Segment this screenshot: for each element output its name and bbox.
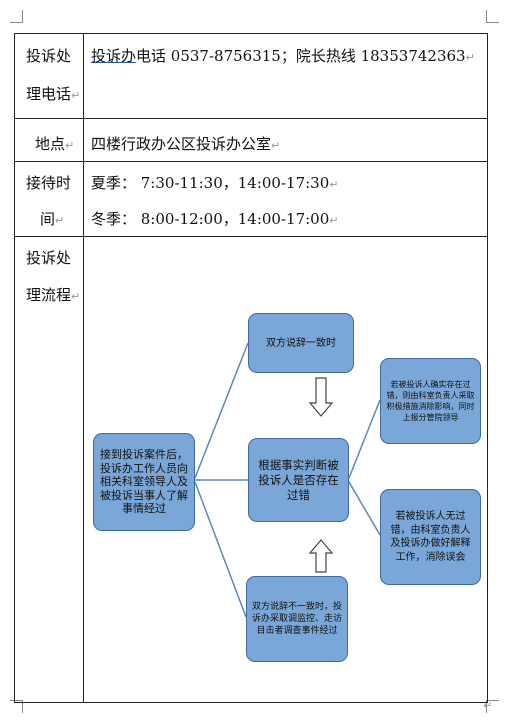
process-label: 投诉处: [26, 249, 72, 267]
corner-mark-bottom-right: [486, 700, 499, 713]
row-divider: [15, 236, 487, 237]
row-divider: [15, 161, 487, 162]
phone-label-cont: 理电话↵: [26, 85, 81, 103]
column-divider: [83, 34, 84, 702]
corner-mark-bottom-left: [10, 700, 23, 713]
corner-mark-top-left: [10, 10, 23, 23]
summer-hours: 夏季： 7:30-11:30，14:00-17:30↵: [91, 174, 339, 192]
location-value: 四楼行政办公区投诉办公室↵: [91, 135, 281, 153]
hours-label: 接待时: [26, 174, 72, 192]
row-divider: [15, 118, 487, 119]
flow-judgement-box: 根据事实判断被投诉人是否存在过错: [248, 438, 349, 522]
location-label: 地点↵: [35, 135, 75, 153]
connector-line: [194, 342, 249, 479]
connector-line: [194, 481, 247, 618]
connector-line: [348, 399, 381, 479]
flow-fault-box: 若被投诉人确实存在过错，则由科室负责人采取积极措施消除影响，同时上报分管院领导: [380, 358, 481, 444]
phone-value: 投诉办电话 0537-8756315；院长热线 18353742363↵: [91, 47, 475, 65]
flow-inconsistent-box: 双方说辞不一致时，投诉办采取调监控、走访目击者调查事件经过: [246, 576, 348, 662]
phone-label: 投诉处: [26, 47, 72, 65]
flow-start-box: 接到投诉案件后，投诉办工作人员向相关科室领导人及被投诉当事人了解事情经过: [93, 433, 195, 531]
corner-mark-top-right: [486, 10, 499, 23]
up-arrow-icon: [308, 539, 334, 573]
complaint-info-table: [14, 33, 488, 703]
down-arrow-icon: [308, 377, 334, 417]
end-mark: ↵: [483, 699, 493, 712]
hours-label-cont: 间↵: [40, 210, 65, 228]
complaint-office-link[interactable]: 投诉办: [91, 47, 137, 65]
process-label-cont: 理流程↵: [26, 286, 81, 304]
connector-line: [348, 481, 381, 536]
winter-hours: 冬季： 8:00-12:00，14:00-17:00↵: [91, 210, 339, 228]
flow-consistent-box: 双方说辞一致时: [248, 313, 354, 373]
flow-no-fault-box: 若被投诉人无过错，由科室负责人及投诉办做好解释工作，消除误会: [380, 489, 481, 585]
